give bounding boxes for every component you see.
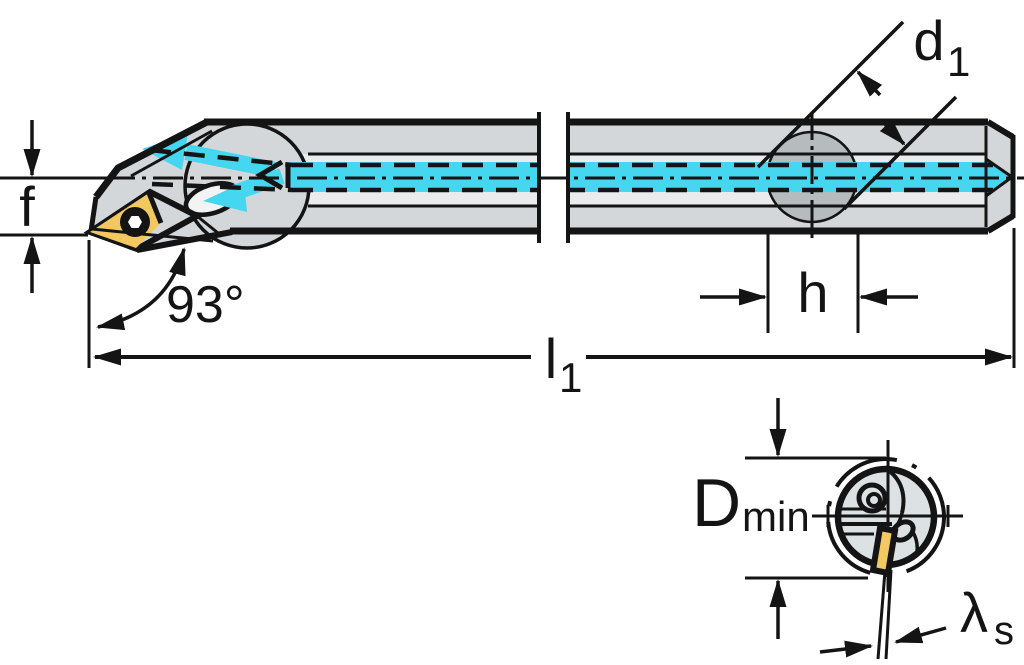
clamp-edge xyxy=(146,192,164,224)
angle-reference-edge xyxy=(91,227,214,243)
dimension-d1: d 1 xyxy=(756,9,970,211)
approach-angle-label: 93° xyxy=(166,276,245,334)
end-view-details xyxy=(838,468,919,553)
lambda-line-reference xyxy=(884,569,893,660)
dimension-l1: l 1 xyxy=(93,228,1016,401)
head-underside xyxy=(136,229,233,253)
end-chamfer-top xyxy=(986,119,1015,140)
insert-end-view xyxy=(869,524,899,577)
end-chamfer-bottom xyxy=(986,213,1015,234)
pocket-curve xyxy=(886,468,906,514)
coolant-port-inner xyxy=(866,492,882,508)
end-view xyxy=(812,440,963,592)
d1-label: d xyxy=(913,9,944,72)
dimension-approach-angle: 93° xyxy=(87,227,245,368)
angle-arc xyxy=(96,247,186,331)
side-view-boring-bar xyxy=(0,106,1024,253)
screw-hex-socket xyxy=(128,216,142,228)
d1-arrow-lower xyxy=(879,119,906,146)
funnel-edge-top xyxy=(985,157,1013,179)
lambda-arrow-left xyxy=(819,640,873,658)
lambda-label: λ xyxy=(960,581,988,644)
lambda-arrow-right xyxy=(894,626,947,644)
dimension-h: h xyxy=(700,233,918,333)
head-inner-slant xyxy=(130,129,213,178)
bar-outlines xyxy=(88,118,1016,253)
centerlines xyxy=(0,112,1024,243)
d1-label-subscript: 1 xyxy=(947,38,970,85)
flow-arrowhead-icon xyxy=(255,159,284,191)
h-label: h xyxy=(797,261,828,324)
d1-arrow-upper xyxy=(856,70,883,97)
l1-label-subscript: 1 xyxy=(559,354,582,401)
channel-dashed-lines xyxy=(149,147,1002,193)
bar-band-lines xyxy=(308,152,986,208)
dimension-dmin: D min xyxy=(692,398,886,639)
head-slant-edge xyxy=(93,118,209,200)
d1-tangent-upper xyxy=(756,20,905,169)
pocket-line xyxy=(196,214,219,235)
head-front-edge xyxy=(88,196,99,232)
f-label: f xyxy=(19,175,35,238)
funnel-edge-bottom xyxy=(985,175,1013,198)
dimension-lambda-s: λ s xyxy=(819,569,1014,660)
dmin-label: D xyxy=(692,465,741,541)
dmin-label-subscript: min xyxy=(742,493,810,540)
d1-tangent-lower xyxy=(842,95,958,211)
lambda-line-tilted xyxy=(876,570,887,660)
l1-label: l xyxy=(545,327,557,390)
lambda-label-subscript: s xyxy=(994,609,1014,653)
dimension-f: f xyxy=(0,120,88,293)
